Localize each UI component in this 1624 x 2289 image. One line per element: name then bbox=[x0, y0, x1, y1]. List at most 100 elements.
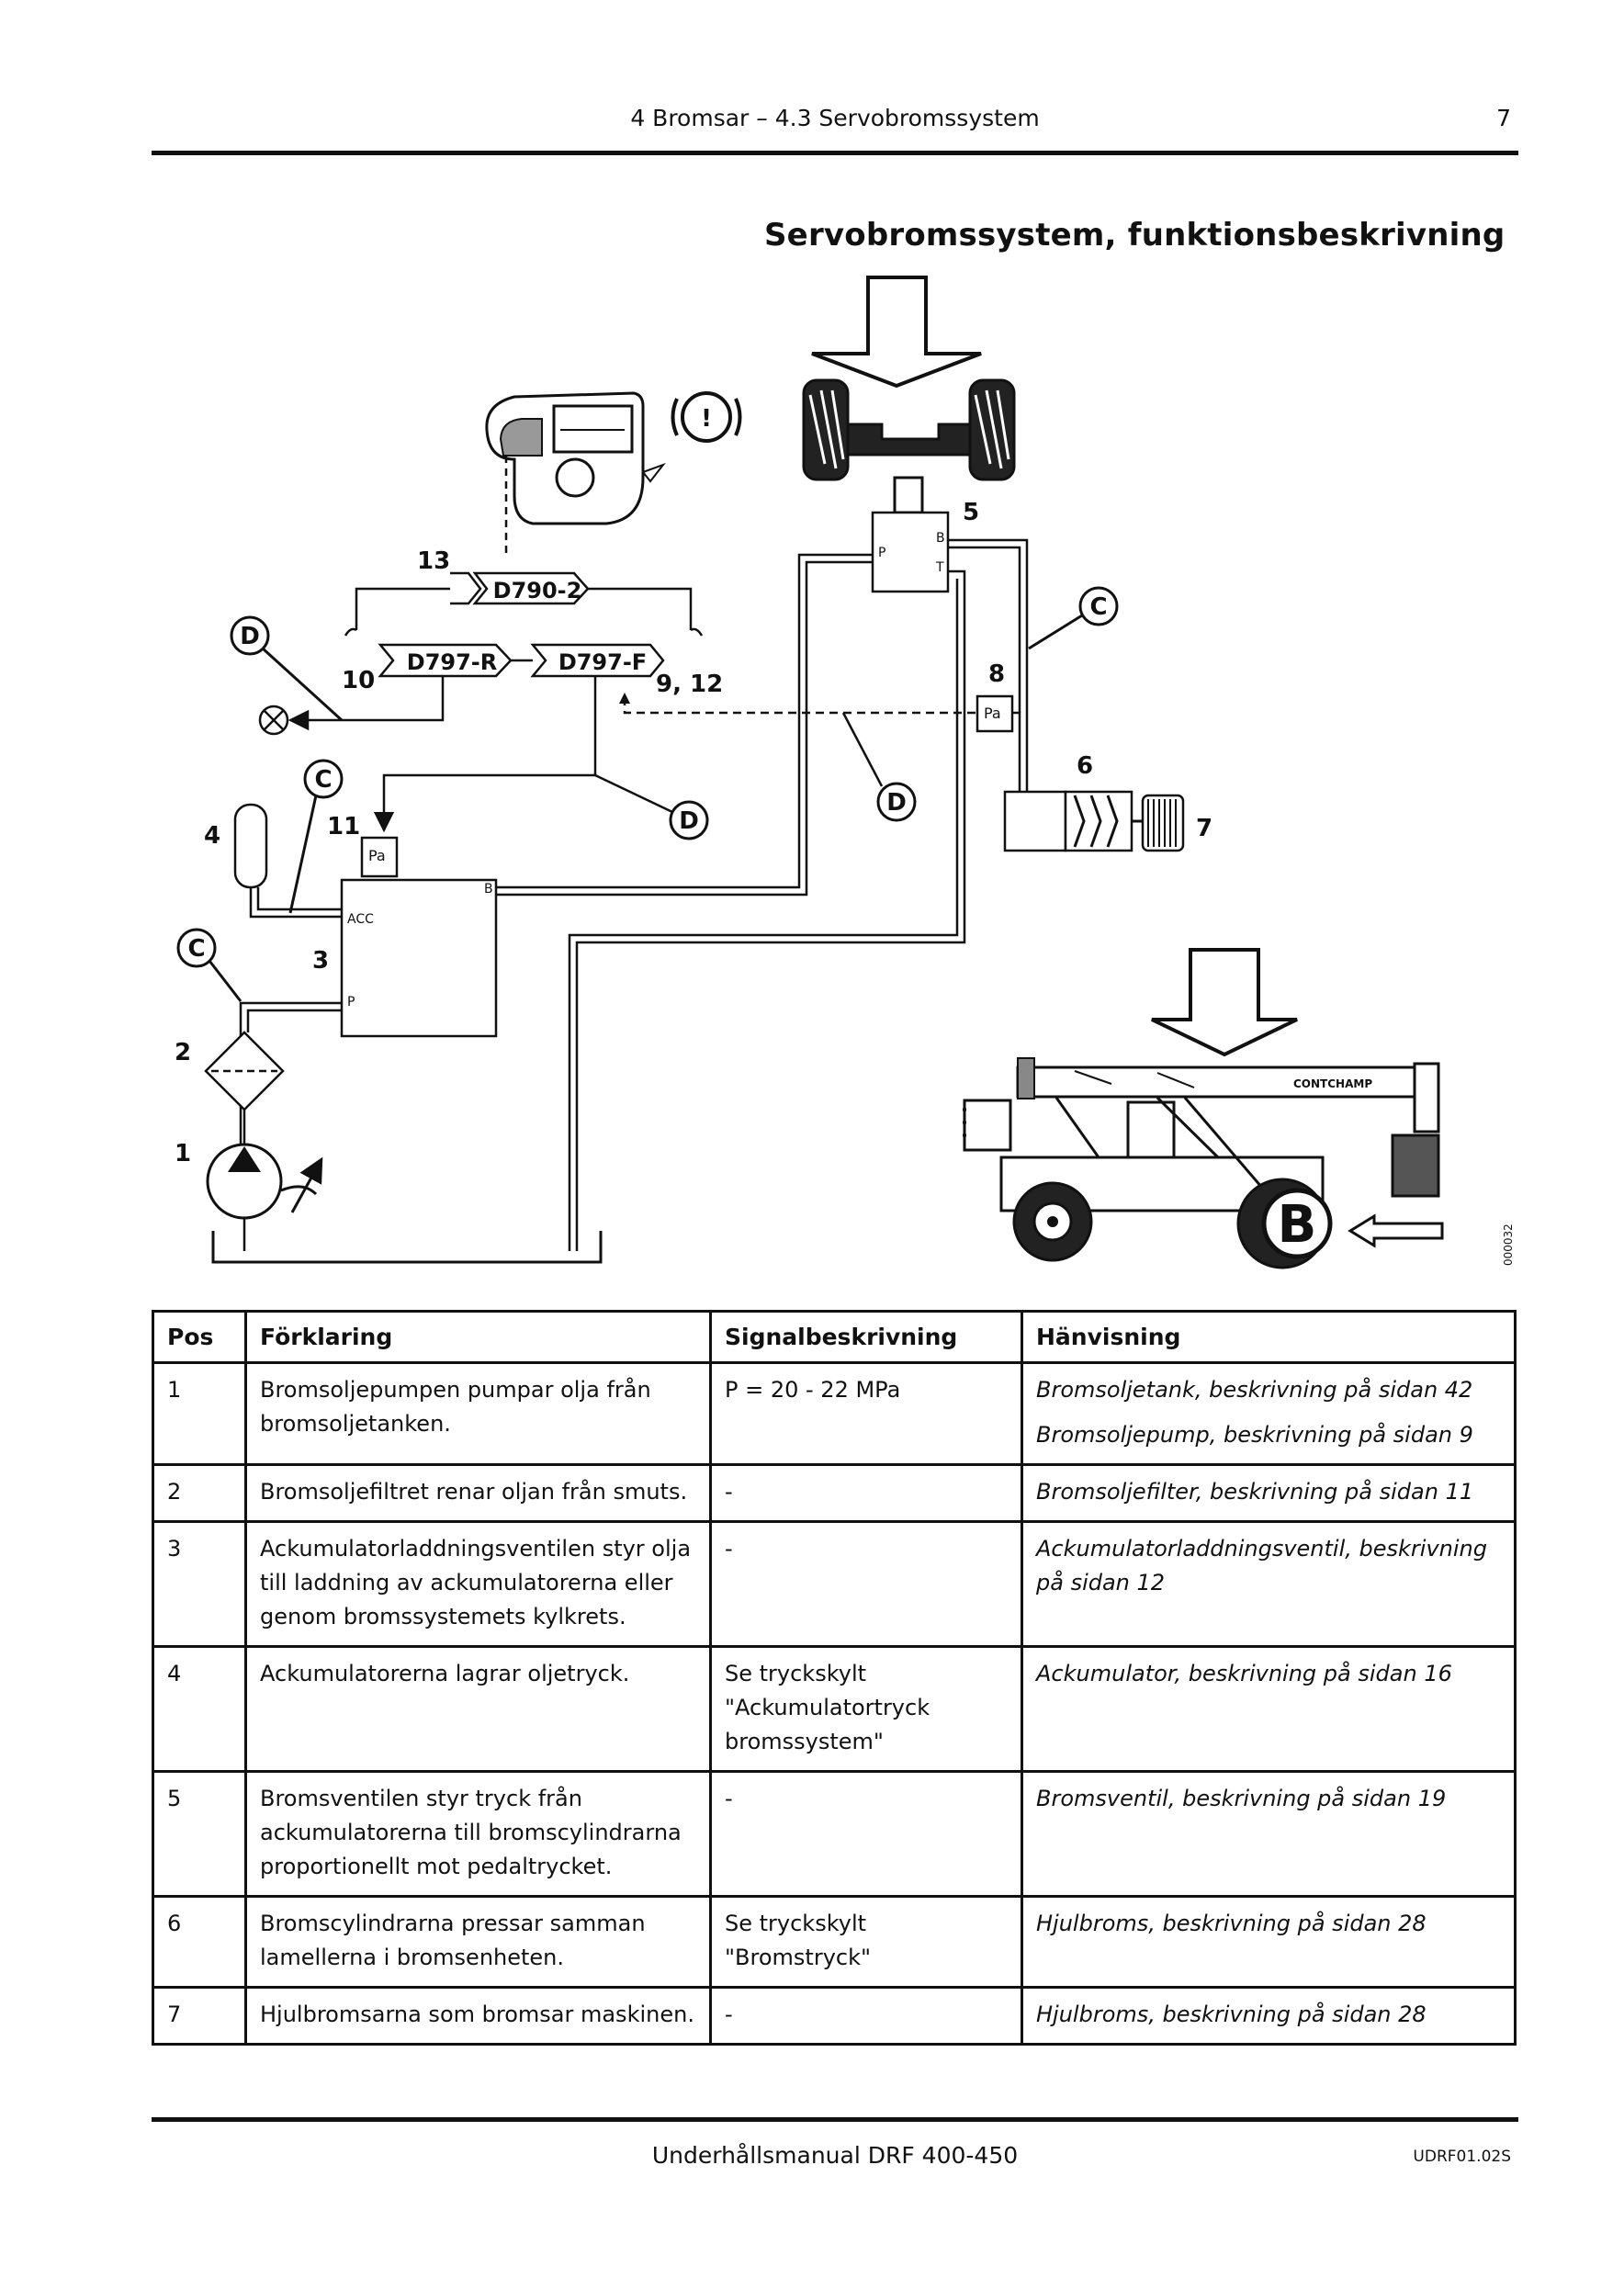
reference-link[interactable]: Hjulbroms, beskrivning på sidan 28 bbox=[1036, 1911, 1427, 1936]
document-code: UDRF01.02S bbox=[1413, 2148, 1511, 2166]
cell-explanation: Ackumulatorerna lagrar oljetryck. bbox=[244, 1645, 712, 1773]
col-header-signal: Signalbeskrivning bbox=[709, 1310, 1023, 1364]
label-10: 10 bbox=[342, 667, 375, 694]
table-row: 1 Bromsoljepumpen pumpar olja från broms… bbox=[152, 1361, 1517, 1466]
port-p3: P bbox=[347, 995, 355, 1009]
brake-pedal-assembly bbox=[802, 276, 1016, 514]
page-footer: Underhållsmanual DRF 400-450 UDRF01.02S bbox=[152, 2117, 1518, 2169]
label-3: 3 bbox=[312, 947, 329, 975]
port-b3: B bbox=[484, 882, 493, 896]
cell-pos: 6 bbox=[152, 1895, 247, 1989]
svg-text:D: D bbox=[886, 789, 907, 817]
accumulator-4: 4 bbox=[204, 803, 342, 919]
table-row: 7 Hjulbromsarna som bromsar maskinen. - … bbox=[152, 1986, 1517, 2046]
cell-explanation: Hjulbromsarna som bromsar maskinen. bbox=[244, 1986, 712, 2046]
machine-brand: CONTCHAMP bbox=[1293, 1077, 1372, 1090]
cell-reference: Bromsoljefilter, beskrivning på sidan 11 bbox=[1021, 1463, 1517, 1523]
cell-explanation: Bromscylindrarna pressar samman lameller… bbox=[244, 1895, 712, 1989]
label-6: 6 bbox=[1077, 752, 1093, 780]
cell-explanation: Ackumulatorladdningsventilen styr olja t… bbox=[244, 1520, 712, 1648]
cell-signal: - bbox=[709, 1770, 1023, 1898]
cell-reference: Bromsoljetank, beskrivning på sidan 42 B… bbox=[1021, 1361, 1517, 1466]
cell-signal: Se tryckskylt "Ackumulatortryck bromssys… bbox=[709, 1645, 1023, 1773]
wheel-brake-7: 7 bbox=[1141, 794, 1212, 852]
svg-text:D: D bbox=[679, 807, 699, 835]
d797r-label: D797-R bbox=[407, 649, 497, 675]
c-marker-right: C bbox=[1028, 586, 1119, 650]
svg-text:Pa: Pa bbox=[984, 705, 1001, 722]
cell-signal: - bbox=[709, 1520, 1023, 1648]
brake-valve-5: P B T 5 bbox=[871, 499, 979, 593]
cell-explanation: Bromsoljepumpen pumpar olja från bromsol… bbox=[244, 1361, 712, 1466]
pump-1: 1 bbox=[175, 1140, 323, 1220]
cell-pos: 3 bbox=[152, 1520, 247, 1648]
page-header: 4 Bromsar – 4.3 Servobromssystem 7 bbox=[152, 99, 1518, 155]
cell-explanation: Bromsventilen styr tryck från ackumulato… bbox=[244, 1770, 712, 1898]
figure-code: 000032 bbox=[1502, 1223, 1515, 1266]
reference-link[interactable]: Ackumulator, beskrivning på sidan 16 bbox=[1036, 1661, 1452, 1686]
brake-system-diagram: P B T 5 ! D790-2 13 D797-R 10 D797-F 9, … bbox=[175, 276, 1515, 1269]
port-acc: ACC bbox=[347, 912, 374, 927]
svg-text:C: C bbox=[314, 766, 332, 794]
d-marker-center: D bbox=[669, 800, 709, 840]
label-8: 8 bbox=[988, 660, 1005, 688]
machine-down-arrow bbox=[1151, 948, 1298, 1057]
svg-text:Pa: Pa bbox=[368, 847, 386, 864]
cell-pos: 5 bbox=[152, 1770, 247, 1898]
col-header-explanation: Förklaring bbox=[244, 1310, 712, 1364]
label-4: 4 bbox=[204, 822, 220, 850]
cell-pos: 1 bbox=[152, 1361, 247, 1466]
label-7: 7 bbox=[1196, 815, 1212, 842]
cell-reference: Hjulbroms, beskrivning på sidan 28 bbox=[1021, 1895, 1517, 1989]
cell-pos: 2 bbox=[152, 1463, 247, 1523]
svg-text:D: D bbox=[240, 623, 260, 650]
cell-reference: Ackumulator, beskrivning på sidan 16 bbox=[1021, 1645, 1517, 1773]
warning-symbol: ! bbox=[701, 405, 712, 433]
reference-link[interactable]: Bromsoljetank, beskrivning på sidan 42 bbox=[1036, 1377, 1473, 1403]
d790-label: D790-2 bbox=[493, 578, 582, 603]
filter-2: 2 bbox=[175, 1031, 285, 1111]
table-header-row: Pos Förklaring Signalbeskrivning Hänvisn… bbox=[152, 1310, 1517, 1364]
cell-signal: - bbox=[709, 1463, 1023, 1523]
charging-valve-3: ACC P B 3 bbox=[312, 878, 498, 1038]
description-table: Pos Förklaring Signalbeskrivning Hänvisn… bbox=[152, 1310, 1517, 2046]
table-row: 3 Ackumulatorladdningsventilen styr olja… bbox=[152, 1520, 1517, 1648]
table-row: 2 Bromsoljefiltret renar oljan från smut… bbox=[152, 1463, 1517, 1523]
pressure-sensor-11: Pa 11 bbox=[327, 813, 399, 878]
d-marker-left: D bbox=[230, 615, 344, 722]
port-p5: P bbox=[878, 546, 885, 560]
svg-text:C: C bbox=[187, 935, 205, 963]
detail-letter: B bbox=[1278, 1195, 1317, 1255]
port-b5: B bbox=[936, 531, 945, 546]
c-marker-acc: C bbox=[288, 759, 344, 914]
label-5: 5 bbox=[963, 499, 979, 526]
d790-node: D790-2 13 bbox=[417, 547, 590, 605]
page-number: 7 bbox=[1496, 105, 1511, 131]
col-header-pos: Pos bbox=[152, 1310, 247, 1364]
cell-reference: Ackumulatorladdningsventil, beskrivning … bbox=[1021, 1520, 1517, 1648]
label-9-12: 9, 12 bbox=[656, 671, 723, 698]
brake-cylinder-6: 6 bbox=[1003, 752, 1143, 852]
table-row: 5 Bromsventilen styr tryck från ackumula… bbox=[152, 1770, 1517, 1898]
table-row: 6 Bromscylindrarna pressar samman lamell… bbox=[152, 1895, 1517, 1989]
instrument-display: ! bbox=[485, 391, 742, 525]
indicator-lamp bbox=[258, 705, 289, 736]
cell-signal: - bbox=[709, 1986, 1023, 2046]
d797f-label: D797-F bbox=[558, 649, 647, 675]
reference-link[interactable]: Hjulbroms, beskrivning på sidan 28 bbox=[1036, 2001, 1427, 2027]
reference-link[interactable]: Ackumulatorladdningsventil, beskrivning … bbox=[1036, 1536, 1487, 1596]
reference-link[interactable]: Bromsventil, beskrivning på sidan 19 bbox=[1036, 1786, 1447, 1811]
cell-pos: 4 bbox=[152, 1645, 247, 1773]
pedal-force-arrow bbox=[811, 276, 982, 389]
d797f-node: D797-F 9, 12 bbox=[530, 643, 723, 698]
col-header-reference: Hänvisning bbox=[1021, 1310, 1517, 1364]
reference-link[interactable]: Bromsoljefilter, beskrivning på sidan 11 bbox=[1036, 1479, 1474, 1505]
table-row: 4 Ackumulatorerna lagrar oljetryck. Se t… bbox=[152, 1645, 1517, 1773]
cell-signal: P = 20 - 22 MPa bbox=[709, 1361, 1023, 1466]
manual-title: Underhållsmanual DRF 400-450 bbox=[651, 2142, 1019, 2169]
cell-signal: Se tryckskylt "Bromstryck" bbox=[709, 1895, 1023, 1989]
label-1: 1 bbox=[175, 1140, 191, 1167]
d797r-node: D797-R 10 bbox=[342, 643, 513, 694]
reference-link[interactable]: Bromsoljepump, beskrivning på sidan 9 bbox=[1036, 1422, 1473, 1448]
breadcrumb: 4 Bromsar – 4.3 Servobromssystem bbox=[630, 105, 1040, 131]
